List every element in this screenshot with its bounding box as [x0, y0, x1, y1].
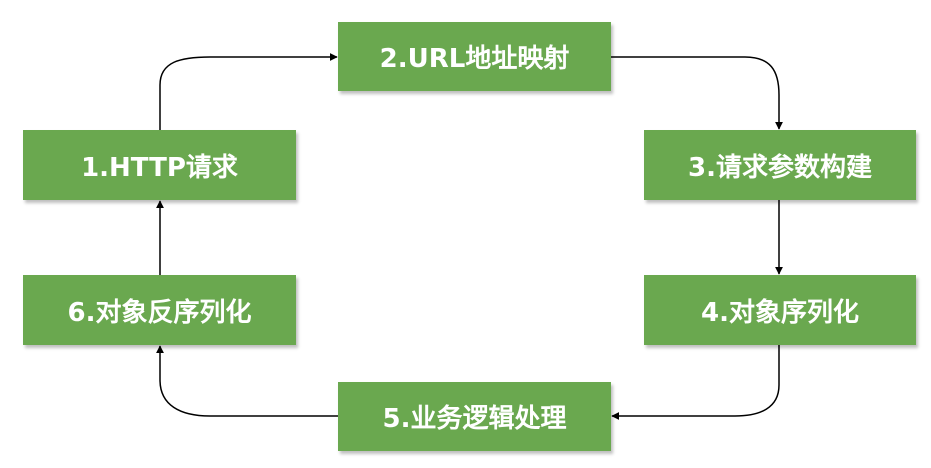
step-box-http-request: 1.HTTP请求	[23, 130, 296, 200]
connector-2-to-3	[611, 56, 783, 130]
step-box-param-building: 3.请求参数构建	[644, 130, 916, 200]
step-label: 1.HTTP请求	[81, 152, 238, 183]
step-label: 2.URL地址映射	[379, 44, 570, 74]
step-label: 3.请求参数构建	[688, 152, 872, 183]
step-box-url-mapping: 2.URL地址映射	[338, 22, 611, 91]
connector-5-to-6	[156, 345, 338, 417]
connector-1-to-2	[159, 53, 338, 130]
step-box-serialization: 4.对象序列化	[644, 275, 916, 345]
step-label: 4.对象序列化	[701, 297, 859, 328]
step-box-deserialization: 6.对象反序列化	[23, 275, 296, 345]
step-label: 5.业务逻辑处理	[382, 404, 567, 434]
step-label: 6.对象反序列化	[67, 297, 252, 328]
connector-4-to-5	[611, 345, 780, 420]
step-box-business-logic: 5.业务逻辑处理	[338, 382, 611, 451]
